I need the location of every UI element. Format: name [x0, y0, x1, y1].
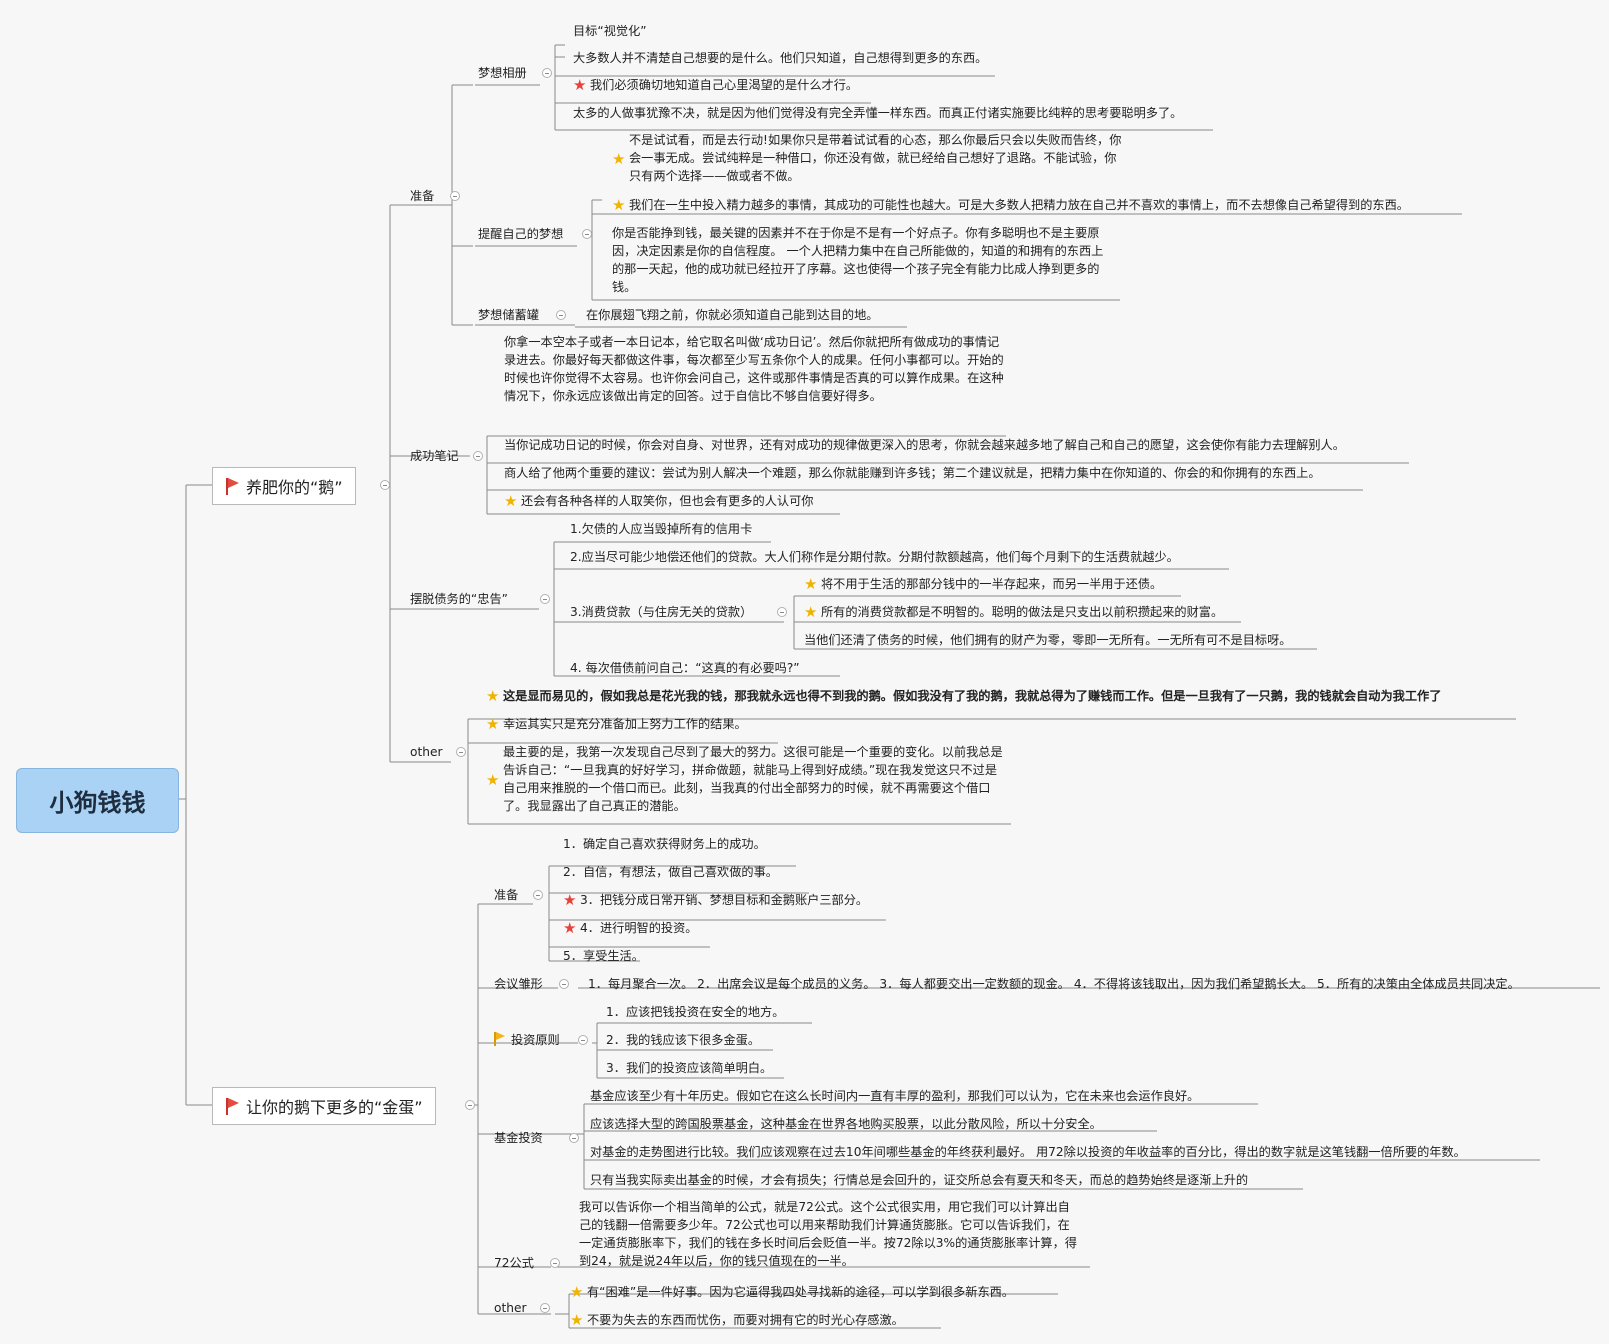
- topic-other-2[interactable]: other: [494, 1301, 527, 1315]
- leaf-text: 目标“视觉化”: [573, 24, 647, 38]
- leaf-text: 所有的消费贷款都是不明智的。聪明的做法是只支出以前积攒起来的财富。: [821, 605, 1224, 619]
- leaf-text: 当他们还清了债务的时候，他们拥有的财产为零，零即一无所有。一无所有可不是目标呀。: [804, 633, 1292, 647]
- collapse-toggle[interactable]: [540, 1303, 550, 1313]
- topic-mengxiang-xiangce[interactable]: 梦想相册: [478, 66, 527, 80]
- yellow-flag-icon: [494, 1032, 506, 1046]
- collapse-toggle[interactable]: [550, 1258, 560, 1268]
- leaf-text: 1．应该把钱投资在安全的地方。: [606, 1005, 785, 1019]
- leaf-text: 5．享受生活。: [563, 949, 644, 963]
- leaf-text: 我可以告诉你一个相当简单的公式，就是72公式。这个公式很实用，用它我们可以计算出…: [579, 1200, 1077, 1268]
- collapse-toggle[interactable]: [450, 191, 460, 201]
- collapse-toggle[interactable]: [578, 1035, 588, 1045]
- star-icon: ★: [504, 492, 518, 510]
- collapse-toggle[interactable]: [456, 747, 466, 757]
- leaf-text: 不要为失去的东西而忧伤，而要对拥有它的时光心存感激。: [587, 1313, 904, 1327]
- red-flag-icon: [226, 1097, 240, 1115]
- leaf-text: 我们必须确切地知道自己心里渴望的是什么才行。: [590, 78, 859, 92]
- collapse-toggle[interactable]: [582, 229, 592, 239]
- star-icon: ★: [486, 715, 500, 733]
- leaf-text: 1．确定自己喜欢获得财务上的成功。: [563, 837, 766, 851]
- leaf-text: 这是显而易见的，假如我总是花光我的钱，那我就永远也得不到我的鹅。假如我没有了我的…: [503, 689, 1442, 703]
- leaf-text: 4．进行明智的投资。: [580, 921, 698, 935]
- leaf-text: 2．我的钱应该下很多金蛋。: [606, 1033, 761, 1047]
- star-icon: ★: [804, 603, 818, 621]
- red-star-icon: ★: [573, 76, 587, 94]
- leaf-text: 在你展翅飞翔之前，你就必须知道自己能到达目的地。: [586, 308, 879, 322]
- leaf-text: 还会有各种各样的人取笑你，但也会有更多的人认可你: [521, 494, 814, 508]
- branch-jindan[interactable]: 让你的鹅下更多的“金蛋”: [212, 1087, 436, 1125]
- leaf-text: 只有当我实际卖出基金的时候，才会有损失；行情总是会回升的，证交所总会有夏天和冬天…: [590, 1173, 1249, 1187]
- star-icon: ★: [612, 150, 626, 168]
- star-icon: ★: [570, 1283, 584, 1301]
- root-label: 小狗钱钱: [49, 789, 146, 817]
- star-icon: ★: [612, 196, 626, 214]
- leaf-text: 将不用于生活的那部分钱中的一半存起来，而另一半用于还债。: [821, 577, 1163, 591]
- leaf-text: 我们在一生中投入精力越多的事情，其成功的可能性也越大。可是大多数人把精力放在自己…: [629, 198, 1409, 212]
- star-icon: ★: [804, 575, 818, 593]
- collapse-toggle[interactable]: [465, 1100, 475, 1110]
- collapse-toggle[interactable]: [556, 310, 566, 320]
- star-icon: ★: [486, 771, 500, 789]
- topic-jijin-touzi[interactable]: 基金投资: [494, 1131, 543, 1145]
- branch-label: 让你的鹅下更多的“金蛋”: [246, 1098, 423, 1117]
- collapse-toggle[interactable]: [540, 594, 550, 604]
- leaf-text: 有“困难”是一件好事。因为它逼得我四处寻找新的途径，可以学到很多新东西。: [587, 1285, 1015, 1299]
- leaf-text: 1.欠债的人应当毁掉所有的信用卡: [570, 522, 753, 536]
- leaf-text: 基金应该至少有十年历史。假如它在这么长时间内一直有丰厚的盈利，那我们可以认为，它…: [590, 1089, 1200, 1103]
- collapse-toggle[interactable]: [380, 480, 390, 490]
- leaf-text: 你拿一本空本子或者一本日记本，给它取名叫做‘成功日记’。然后你就把所有做成功的事…: [504, 335, 1004, 403]
- topic-zhunbei-2[interactable]: 准备: [494, 888, 519, 902]
- topic-72-gongshi[interactable]: 72公式: [494, 1256, 534, 1270]
- branch-label: 养肥你的“鹅”: [246, 478, 343, 497]
- root-node[interactable]: 小狗钱钱: [16, 768, 179, 833]
- topic-huiyi-chuxing[interactable]: 会议雏形: [494, 977, 543, 991]
- topic-label: 投资原则: [511, 1033, 560, 1047]
- red-star-icon: ★: [563, 919, 577, 937]
- leaf-text: 最主要的是，我第一次发现自己尽到了最大的努力。这很可能是一个重要的变化。以前我总…: [503, 745, 1003, 813]
- topic-xiaofei-daikuan[interactable]: 3.消费贷款（与住房无关的贷款）: [570, 605, 753, 619]
- collapse-toggle[interactable]: [559, 979, 569, 989]
- collapse-toggle[interactable]: [533, 890, 543, 900]
- collapse-toggle[interactable]: [569, 1133, 579, 1143]
- branch-yangfei-e[interactable]: 养肥你的“鹅”: [212, 467, 356, 505]
- leaf-text: 3．把钱分成日常开销、梦想目标和金鹅账户三部分。: [580, 893, 869, 907]
- leaf-text: 幸运其实只是充分准备加上努力工作的结果。: [503, 717, 747, 731]
- leaf-text: 当你记成功日记的时候，你会对自身、对世界，还有对成功的规律做更深入的思考，你就会…: [504, 438, 1345, 452]
- leaf-text: 2．自信，有想法，做自己喜欢做的事。: [563, 865, 778, 879]
- topic-other[interactable]: other: [410, 745, 443, 759]
- collapse-toggle[interactable]: [777, 607, 787, 617]
- collapse-toggle[interactable]: [473, 451, 483, 461]
- red-star-icon: ★: [563, 891, 577, 909]
- leaf-text: 应该选择大型的跨国股票基金，这种基金在世界各地购买股票，以此分散风险，所以十分安…: [590, 1117, 1102, 1131]
- topic-mengxiang-chuxuguan[interactable]: 梦想储蓄罐: [478, 308, 539, 322]
- red-flag-icon: [226, 477, 240, 495]
- topic-baituo-zhaiwu[interactable]: 摆脱债务的“忠告”: [410, 592, 508, 606]
- topic-tixing-mengxiang[interactable]: 提醒自己的梦想: [478, 227, 564, 241]
- leaf-text: 4. 每次借债前问自己：“这真的有必要吗?”: [570, 661, 800, 675]
- topic-chenggong-biji[interactable]: 成功笔记: [410, 449, 459, 463]
- leaf-text: 1．每月聚合一次。 2．出席会议是每个成员的义务。 3．每人都要交出一定数额的现…: [588, 977, 1520, 991]
- leaf-text: 你是否能挣到钱，最关键的因素并不在于你是不是有一个好点子。你有多聪明也不是主要原…: [612, 226, 1104, 294]
- collapse-toggle[interactable]: [542, 68, 552, 78]
- leaf-text: 商人给了他两个重要的建议：尝试为别人解决一个难题，那么你就能赚到许多钱；第二个建…: [504, 466, 1321, 480]
- leaf-text: 太多的人做事犹豫不决，就是因为他们觉得没有完全弄懂一样东西。而真正付诸实施要比纯…: [573, 106, 1183, 120]
- leaf-text: 大多数人并不清楚自己想要的是什么。他们只知道，自己想得到更多的东西。: [573, 51, 988, 65]
- leaf-text: 3．我们的投资应该简单明白。: [606, 1061, 773, 1075]
- leaf-text: 2.应当尽可能少地偿还他们的贷款。大人们称作是分期付款。分期付款额越高，他们每个…: [570, 550, 1179, 564]
- star-icon: ★: [486, 687, 500, 705]
- star-icon: ★: [570, 1311, 584, 1329]
- leaf-text: 对基金的走势图进行比较。我们应该观察在过去10年间哪些基金的年终获利最好。 用7…: [590, 1145, 1466, 1159]
- topic-touzi-yuanze[interactable]: 投资原则: [494, 1031, 560, 1049]
- topic-zhunbei[interactable]: 准备: [410, 189, 435, 203]
- leaf-text: 不是试试看，而是去行动!如果你只是带着试试看的心态，那么你最后只会以失败而告终，…: [629, 133, 1122, 183]
